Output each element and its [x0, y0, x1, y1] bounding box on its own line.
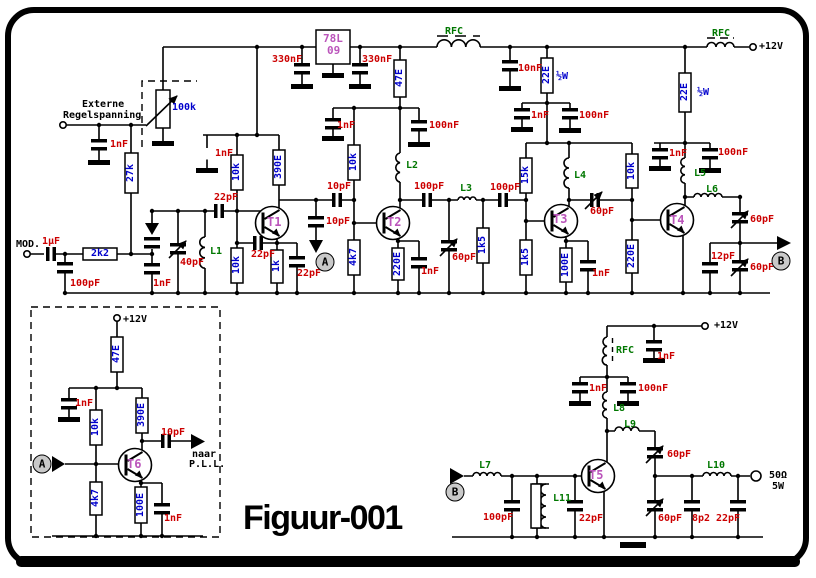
varactor-diode: [144, 223, 160, 249]
capacitor-plates: [46, 60, 748, 515]
transistor-t5-symbol: [580, 458, 616, 494]
transistor-t1-symbol: [254, 205, 290, 241]
transistor-t3-symbol: [543, 203, 579, 239]
terminal-12v-bottomleft: [113, 313, 122, 322]
arrow-out-b: [777, 236, 791, 250]
inductor-coils: [199, 39, 735, 529]
transistor-t2-symbol: [375, 205, 411, 241]
terminal-regelspanning: [58, 121, 67, 130]
terminal-antenna-out: [750, 470, 762, 482]
dashed-outlines: [30, 35, 734, 538]
page-border: [5, 7, 809, 567]
terminal-12v-bottomright: [700, 321, 709, 330]
resistor-boxes: [82, 29, 692, 529]
terminal-12v-top: [748, 42, 757, 51]
transistor-t4-symbol: [659, 202, 695, 238]
arrow-naar-pll: [191, 434, 205, 449]
junction-dots: [62, 44, 743, 540]
signal-arrows: [52, 236, 791, 484]
arrow-to-a: [309, 240, 323, 253]
ground-symbols: [58, 73, 721, 548]
arrow-in-a: [52, 456, 65, 472]
terminal-mod: [22, 250, 31, 259]
transistor-t6-symbol: [117, 447, 153, 483]
adjustment-arrows: [145, 95, 749, 517]
transistors: [117, 202, 695, 494]
arrow-in-b: [450, 468, 464, 484]
wires-bottom-left-section: [52, 321, 203, 537]
terminals: [22, 42, 762, 482]
